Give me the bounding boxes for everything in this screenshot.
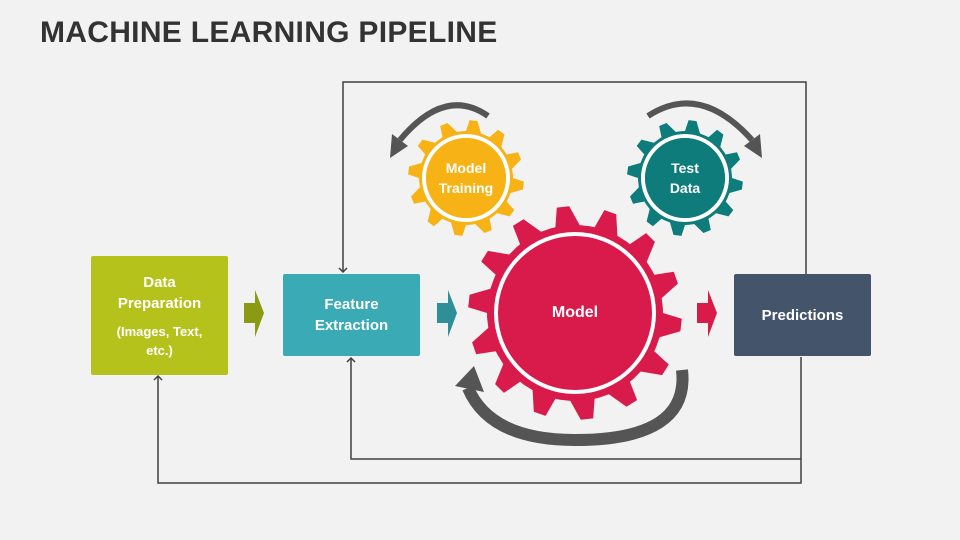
gear-training-hub [426,138,506,218]
gear-test-ring [641,134,729,222]
cycle-arrow-training [390,102,490,158]
model-gear [468,206,682,420]
gear-model-hub [499,237,651,389]
feedback-line-feature [346,356,802,460]
test-data-gear-label: Test Data [669,160,701,196]
data-preparation-sublabel: (Images, Text, etc.) [116,323,203,358]
cycle-arrow-test [646,100,762,158]
flow-arrow-1 [244,290,264,337]
feedback-line-top [338,81,807,274]
feature-extraction-label: Feature Extraction [314,296,389,334]
model-training-gear [408,120,524,236]
feedback-line-data [153,374,802,484]
predictions-label: Predictions [761,306,844,324]
flow-arrow-2 [437,290,457,337]
flow-arrow-3 [697,290,717,337]
test-data-gear [627,120,743,236]
data-preparation-box: Data Preparation (Images, Text, etc.) [91,256,228,375]
predictions-box: Predictions [734,274,871,356]
gear-training-ring [422,134,510,222]
feature-extraction-box: Feature Extraction [283,274,420,356]
model-gear-label: Model [551,304,599,321]
gear-model-ring [494,232,656,394]
cycle-arrow-model [455,366,689,447]
model-training-gear-label: Model Training [438,160,494,196]
data-preparation-label: Data Preparation [117,273,202,312]
gear-test-hub [645,138,725,218]
page-title: MACHINE LEARNING PIPELINE [40,16,498,49]
